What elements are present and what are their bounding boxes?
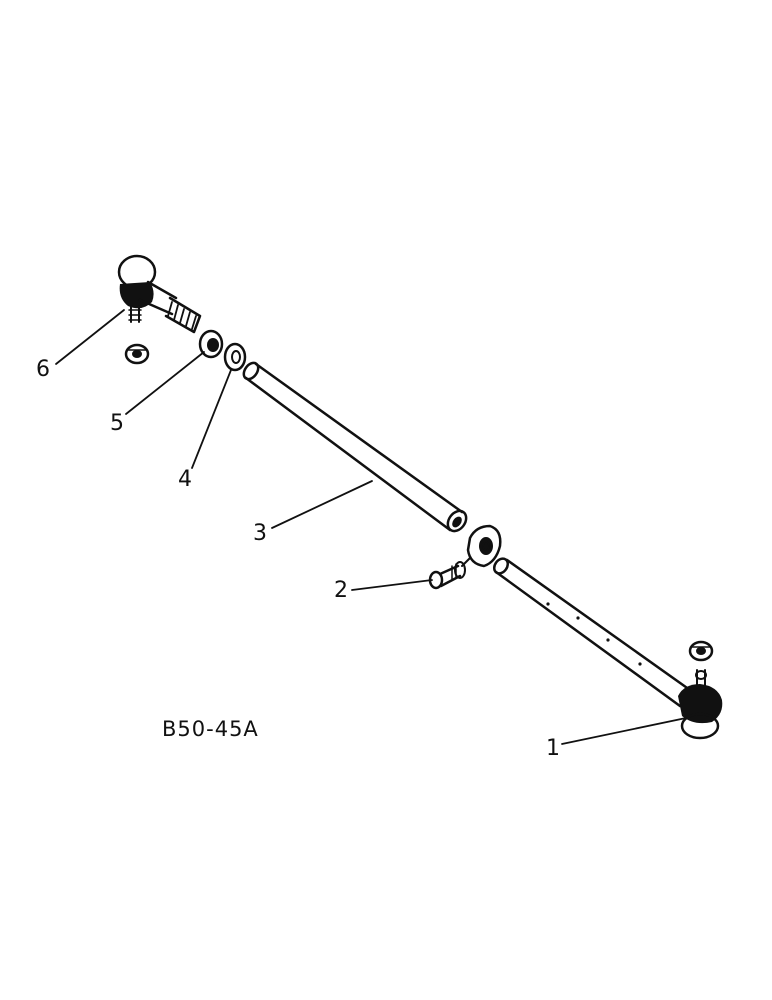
- clamp-nut: [198, 329, 224, 359]
- leader-2: [351, 579, 433, 591]
- callout-6: 6: [36, 357, 50, 382]
- tie-rod-end-right: [492, 557, 723, 740]
- leader-3: [271, 480, 373, 529]
- figure-id-label: B50-45A: [162, 717, 259, 741]
- tie-rod-tube: [242, 361, 468, 533]
- leader-lines: [55, 309, 687, 745]
- leader-4: [191, 369, 232, 469]
- leader-6: [55, 309, 125, 365]
- leader-5: [125, 351, 205, 415]
- clamp-bolt: [428, 561, 466, 590]
- callout-4: 4: [178, 467, 192, 492]
- castle-nut-left: [124, 343, 150, 365]
- tie-rod-end-left: [117, 254, 202, 334]
- leader-1: [561, 717, 687, 745]
- callout-1: 1: [546, 736, 560, 761]
- tube-clamp: [461, 524, 502, 568]
- washer: [223, 342, 247, 372]
- castle-nut-right: [688, 640, 714, 662]
- callout-2: 2: [334, 578, 348, 603]
- callout-3: 3: [253, 521, 267, 546]
- callout-5: 5: [110, 411, 124, 436]
